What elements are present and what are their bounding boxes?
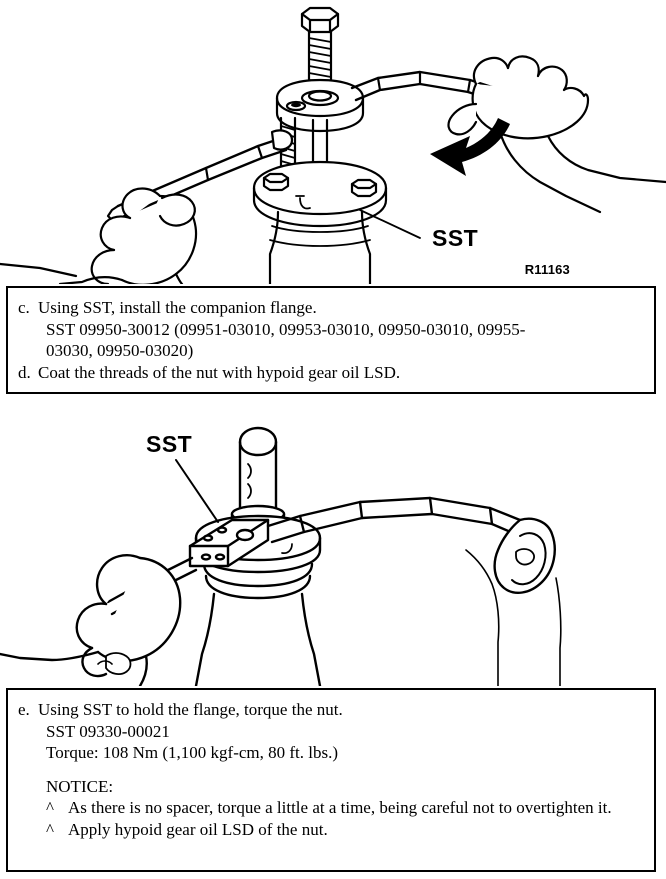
left-hand-bottom: [0, 554, 182, 686]
notice-item-2-text: Apply hypoid gear oil LSD of the nut.: [68, 819, 328, 839]
flange-stud-right: [350, 178, 378, 198]
holding-tool-handle: [266, 496, 556, 594]
bottom-illustration-svg: SST: [0, 426, 562, 686]
companion-flange: [252, 160, 388, 228]
step-e-torque-spec: Torque: 108 Nm (1,100 kgf-cm, 80 ft. lbs…: [46, 743, 339, 763]
instruction-box-1: c. Using SST, install the companion flan…: [6, 286, 656, 394]
flange-stud-left: [262, 172, 290, 192]
notice-item-1: ^ As there is no spacer, torque a little…: [18, 797, 644, 819]
step-e-sst-number: SST 09330-00021: [46, 721, 170, 741]
sst-leader-line-top: [359, 209, 421, 239]
left-hand: [0, 187, 198, 284]
sst-label-bottom: SST: [146, 431, 192, 457]
figure-top-illustration: SST: [0, 0, 666, 284]
figure-reference-code: R11163: [524, 262, 570, 277]
background-housing-contour: [465, 549, 562, 686]
step-d: d. Coat the threads of the nut with hypo…: [18, 362, 644, 384]
rotation-arrow: [430, 118, 510, 176]
sst-leader-line-bottom: [175, 459, 219, 523]
step-d-text: Coat the threads of the nut with hypoid …: [38, 362, 401, 382]
caret-bullet-icon: ^: [46, 798, 54, 818]
step-e-marker: e.: [18, 700, 30, 719]
step-d-marker: d.: [18, 362, 31, 382]
step-c-sst-line-1: SST 09950-30012 (09951-03010, 09953-0301…: [46, 319, 526, 339]
puller-upper-plate: [275, 78, 365, 133]
step-c-text: Using SST, install the companion flange.: [38, 298, 317, 317]
right-hand: [447, 55, 666, 214]
step-c-marker: c.: [18, 298, 30, 317]
differential-housing-bottom: [194, 592, 322, 686]
holding-tool-plate: [188, 518, 270, 568]
figure-bottom-illustration: SST: [0, 398, 666, 686]
notice-item-2: ^ Apply hypoid gear oil LSD of the nut.: [18, 819, 644, 841]
notice-item-1-text: As there is no spacer, torque a little a…: [68, 798, 612, 818]
notice-heading: NOTICE:: [46, 776, 114, 796]
step-e: e. Using SST to hold the flange, torque …: [18, 699, 644, 764]
step-c: c. Using SST, install the companion flan…: [18, 297, 644, 362]
top-illustration-svg: SST: [0, 6, 666, 284]
instruction-box-2: e. Using SST to hold the flange, torque …: [6, 688, 656, 872]
step-c-sst-line-2: 03030, 09950-03020): [46, 341, 194, 361]
differential-housing: [268, 210, 372, 284]
step-e-text: Using SST to hold the flange, torque the…: [38, 700, 343, 719]
sst-label-top: SST: [432, 225, 478, 251]
caret-bullet-icon: ^: [46, 819, 54, 839]
